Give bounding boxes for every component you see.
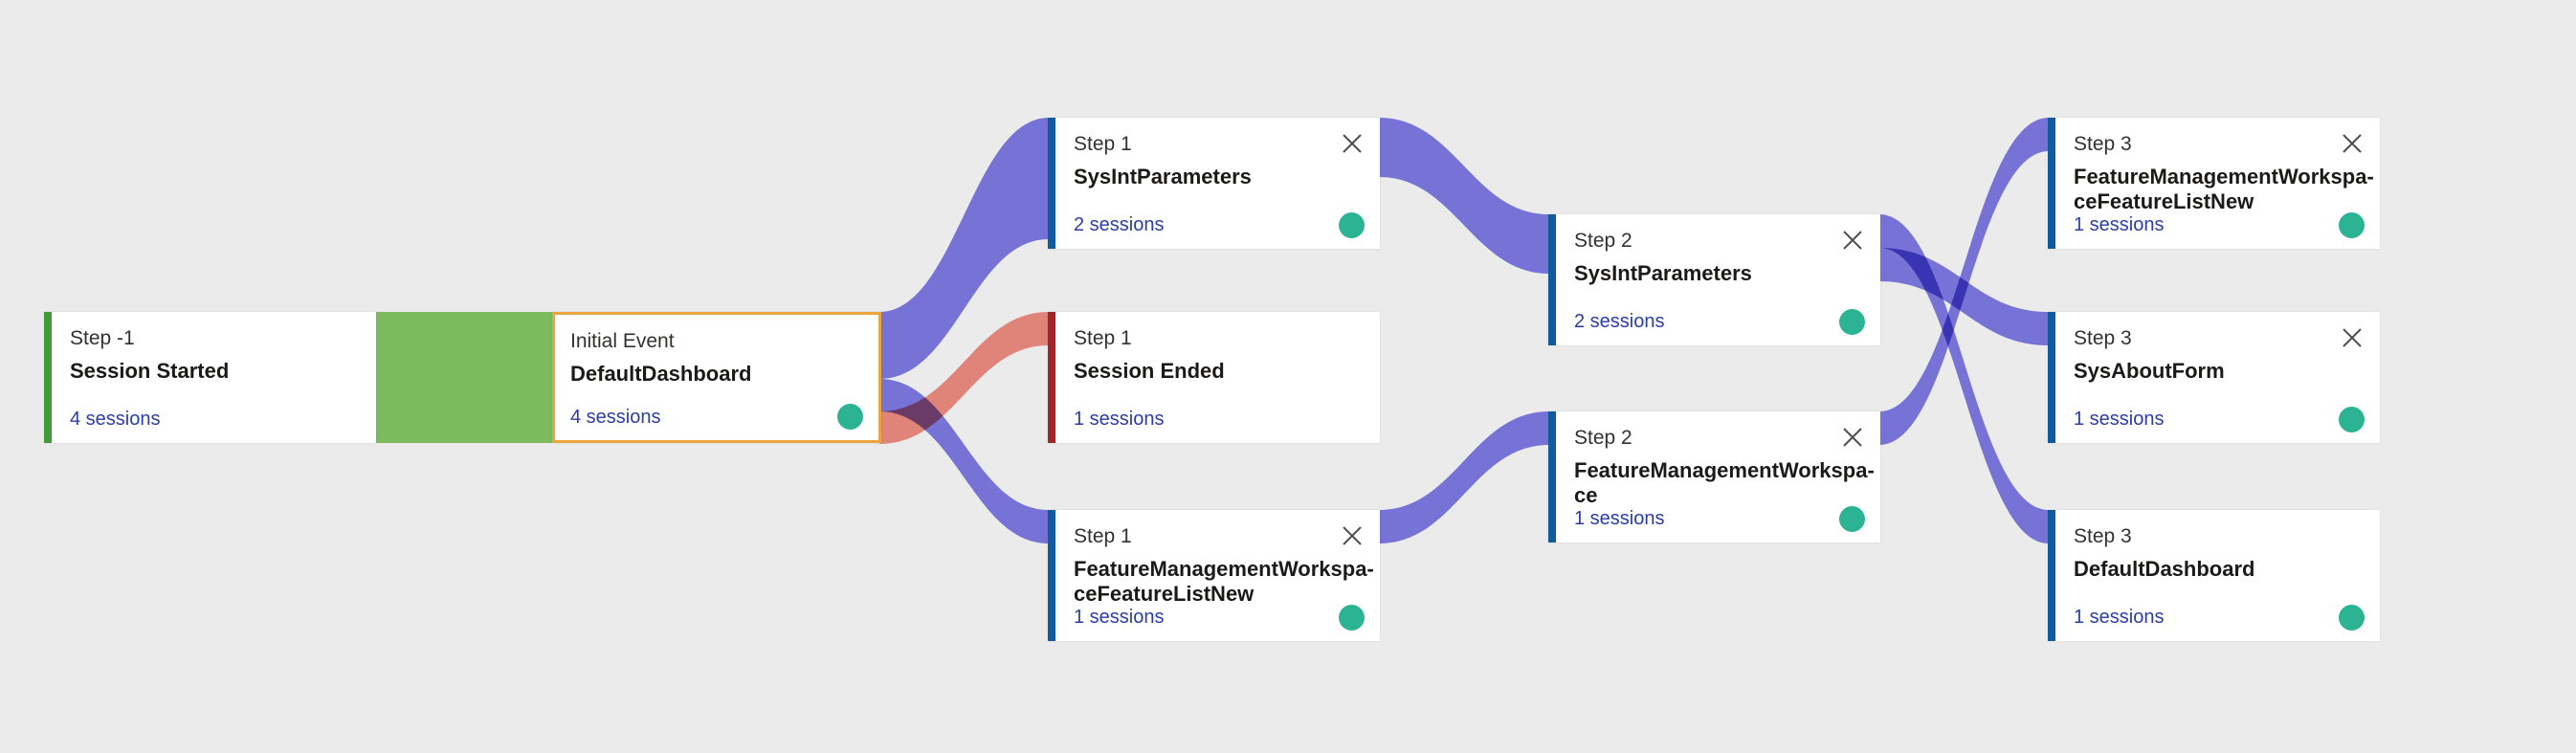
expand-dot[interactable] xyxy=(1839,309,1865,335)
flow-ribbon-step1-featurelistnew-to-step2-featureworkspace xyxy=(1379,411,1549,543)
expand-dot[interactable] xyxy=(2339,605,2365,631)
expand-dot[interactable] xyxy=(2339,407,2365,432)
sessions-link[interactable]: 1 sessions xyxy=(2074,214,2165,235)
sessions-link[interactable]: 1 sessions xyxy=(2074,607,2165,628)
step-label: Step 3 xyxy=(2074,327,2132,349)
flow-ribbon-step2-sysintparameters-to-step3-defaultdashboard xyxy=(1879,214,2049,543)
close-icon[interactable] xyxy=(2340,131,2365,156)
sessions-link[interactable]: 1 sessions xyxy=(2074,409,2165,430)
step-label: Step -1 xyxy=(70,327,135,349)
node-name: DefaultDashboard xyxy=(570,362,752,387)
expand-dot[interactable] xyxy=(1839,506,1865,532)
node-name: FeatureManagementWorkspa-ceFeatureListNe… xyxy=(2074,165,2374,214)
node-name: SysAboutForm xyxy=(2074,359,2225,384)
step-label: Step 3 xyxy=(2074,133,2132,155)
node-card-step2-sysintparameters[interactable]: Step 2 SysIntParameters 2 sessions xyxy=(1548,214,1880,345)
sessions-link[interactable]: 1 sessions xyxy=(1074,409,1165,430)
node-card-initial-event[interactable]: Initial Event DefaultDashboard 4 session… xyxy=(552,312,881,443)
node-card-step1-session-ended[interactable]: Step 1 Session Ended 1 sessions xyxy=(1048,312,1380,443)
flow-ribbon-step2-featureworkspace-to-step3-featurelistnew xyxy=(1879,118,2049,445)
close-icon[interactable] xyxy=(2340,325,2365,350)
node-card-step1-featurelistnew[interactable]: Step 1 FeatureManagementWorkspa-ceFeatur… xyxy=(1048,510,1380,641)
flow-ribbon-step1-sysintparameters-to-step2-sysintparameters xyxy=(1379,118,1549,274)
node-name: FeatureManagementWorkspa-ce xyxy=(1574,458,1875,508)
step-label: Step 1 xyxy=(1074,133,1132,155)
sessions-link[interactable]: 2 sessions xyxy=(1574,311,1665,332)
node-card-step3-defaultdashboard[interactable]: Step 3 DefaultDashboard 1 sessions xyxy=(2048,510,2380,641)
step-label: Step 3 xyxy=(2074,525,2132,547)
sessions-link[interactable]: 2 sessions xyxy=(1074,214,1165,235)
node-name: DefaultDashboard xyxy=(2074,557,2255,582)
node-name: SysIntParameters xyxy=(1574,261,1752,286)
expand-dot[interactable] xyxy=(1339,605,1365,631)
close-icon[interactable] xyxy=(1840,228,1865,253)
close-icon[interactable] xyxy=(1840,425,1865,450)
close-icon[interactable] xyxy=(1340,131,1365,156)
node-card-step3-sysaboutform[interactable]: Step 3 SysAboutForm 1 sessions xyxy=(2048,312,2380,443)
step-label: Step 2 xyxy=(1574,427,1632,449)
node-card-step1-sysintparameters[interactable]: Step 1 SysIntParameters 2 sessions xyxy=(1048,118,1380,249)
node-card-step2-featureworkspace[interactable]: Step 2 FeatureManagementWorkspa-ce 1 ses… xyxy=(1548,411,1880,543)
step-label: Initial Event xyxy=(570,330,675,352)
expand-dot[interactable] xyxy=(1339,212,1365,238)
expand-dot[interactable] xyxy=(837,404,863,430)
close-icon[interactable] xyxy=(1340,523,1365,548)
node-name: Session Started xyxy=(70,359,230,384)
sessions-link[interactable]: 1 sessions xyxy=(1074,607,1165,628)
expand-dot[interactable] xyxy=(2339,212,2365,238)
node-card-session-started[interactable]: Step -1 Session Started 4 sessions xyxy=(44,312,376,443)
node-name: Session Ended xyxy=(1074,359,1225,384)
node-name: SysIntParameters xyxy=(1074,165,1252,189)
step-label: Step 2 xyxy=(1574,230,1632,252)
node-card-step3-featurelistnew[interactable]: Step 3 FeatureManagementWorkspa-ceFeatur… xyxy=(2048,118,2380,249)
sessions-link[interactable]: 1 sessions xyxy=(1574,508,1665,529)
step-label: Step 1 xyxy=(1074,525,1132,547)
sessions-link[interactable]: 4 sessions xyxy=(570,407,661,428)
flow-ribbon-initial-event-to-step1-sysintparameters xyxy=(879,118,1049,379)
node-name: FeatureManagementWorkspa-ceFeatureListNe… xyxy=(1074,557,1374,607)
sessions-link[interactable]: 4 sessions xyxy=(70,409,161,430)
flow-ribbon-session-started-to-initial-event xyxy=(374,312,553,443)
flow-ribbon-initial-event-to-step1-featurelistnew xyxy=(879,379,1049,543)
step-label: Step 1 xyxy=(1074,327,1132,349)
